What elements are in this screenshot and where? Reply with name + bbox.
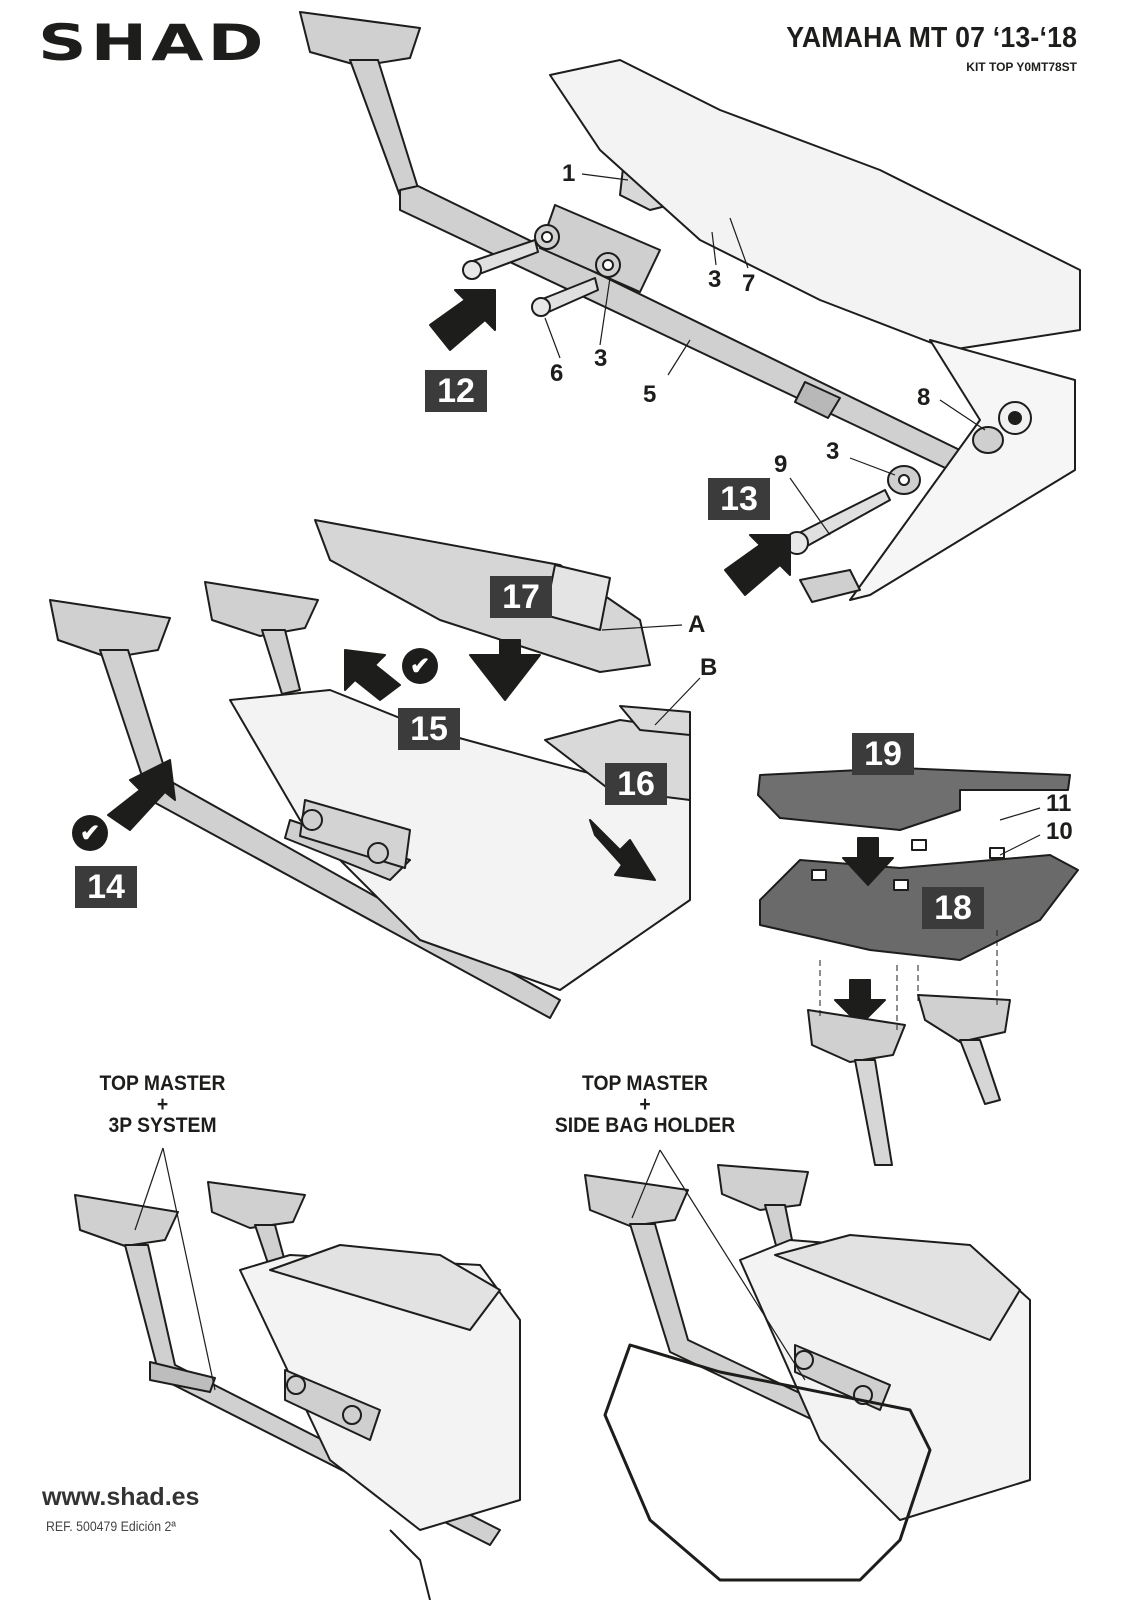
kit-reference: KIT TOP Y0MT78ST bbox=[966, 60, 1077, 74]
arrow-15 bbox=[344, 649, 401, 701]
base-plate-18 bbox=[759, 854, 1079, 961]
spacer-8 bbox=[972, 426, 1004, 454]
callout-part-3: 3 bbox=[594, 345, 608, 372]
pad-lower-b bbox=[917, 994, 1011, 1043]
caption-line: + bbox=[639, 1093, 651, 1116]
subframe bbox=[849, 339, 1076, 601]
callout-part-1: 1 bbox=[562, 160, 576, 187]
callout-part-9: 9 bbox=[774, 451, 788, 478]
seat-sbh bbox=[774, 1234, 1021, 1341]
step-badge-15: 15 bbox=[398, 708, 460, 750]
footpeg bbox=[799, 569, 861, 603]
caption-line: + bbox=[156, 1093, 169, 1116]
pad-lower-a bbox=[807, 1009, 906, 1063]
document-reference: REF. 500479 Edición 2ª bbox=[46, 1518, 176, 1534]
callout-part-6: 6 bbox=[550, 360, 564, 387]
motorcycle-tail bbox=[549, 59, 1081, 351]
callout-part-3: 3 bbox=[826, 438, 840, 465]
step-badge-16: 16 bbox=[605, 763, 667, 805]
arrow-17 bbox=[469, 639, 541, 701]
step-badge-14: 14 bbox=[75, 866, 137, 908]
step-badge-12: 12 bbox=[425, 370, 487, 412]
check-icon: ✔ bbox=[402, 648, 438, 684]
pad-sbh-mid bbox=[717, 1164, 809, 1211]
check-icon: ✔ bbox=[72, 815, 108, 851]
rack-arm-sleeve bbox=[794, 381, 841, 419]
top-plate-pad bbox=[299, 11, 421, 67]
bolt-9 bbox=[794, 489, 891, 551]
callout-part-3: 3 bbox=[708, 266, 722, 293]
pad-3p-mid bbox=[207, 1181, 306, 1229]
caption-line: TOP MASTER bbox=[582, 1072, 708, 1095]
arrow-18-down bbox=[842, 837, 894, 886]
step-badge-13: 13 bbox=[708, 478, 770, 520]
rack-arm-mid bbox=[261, 629, 301, 695]
pad-mid bbox=[204, 581, 319, 637]
model-title: YAMAHA MT 07 ‘13-‘18 bbox=[786, 22, 1077, 54]
arrow-14 bbox=[107, 759, 176, 831]
seat-3p bbox=[269, 1244, 501, 1331]
caption-line: 3P SYSTEM bbox=[108, 1114, 217, 1137]
callout-part-7: 7 bbox=[742, 270, 756, 297]
side-bag-holder bbox=[603, 1343, 932, 1582]
brand-logo: SHAD bbox=[38, 14, 268, 72]
3p-holder bbox=[149, 1361, 216, 1393]
cover-19 bbox=[757, 767, 1071, 831]
step-badge-17: 17 bbox=[490, 576, 552, 618]
arrow-16 bbox=[589, 819, 656, 881]
caption-line: SIDE BAG HOLDER bbox=[554, 1114, 736, 1137]
caption-3p-system: TOP MASTER + 3P SYSTEM bbox=[87, 1073, 239, 1136]
rack-arm-upright bbox=[349, 59, 419, 197]
callout-part-11: 11 bbox=[1046, 790, 1072, 817]
step-badge-19: 19 bbox=[852, 733, 914, 775]
callout-part-A: A bbox=[688, 611, 706, 638]
arrow-pad-down bbox=[834, 979, 886, 1026]
pad-sbh-left bbox=[584, 1174, 689, 1227]
callout-part-8: 8 bbox=[917, 384, 931, 411]
caption-line: TOP MASTER bbox=[99, 1072, 226, 1095]
step-badge-18: 18 bbox=[922, 887, 984, 929]
callout-part-B: B bbox=[700, 654, 718, 681]
website-link[interactable]: www.shad.es bbox=[42, 1483, 200, 1511]
callout-part-10: 10 bbox=[1046, 818, 1073, 845]
caption-side-bag-holder: TOP MASTER + SIDE BAG HOLDER bbox=[548, 1073, 741, 1136]
arrow-13 bbox=[724, 534, 791, 596]
callout-part-5: 5 bbox=[643, 381, 657, 408]
tail-body bbox=[229, 689, 691, 991]
pad-3p-left bbox=[74, 1194, 179, 1247]
arrow-12 bbox=[429, 289, 496, 351]
pad-left bbox=[49, 599, 171, 659]
